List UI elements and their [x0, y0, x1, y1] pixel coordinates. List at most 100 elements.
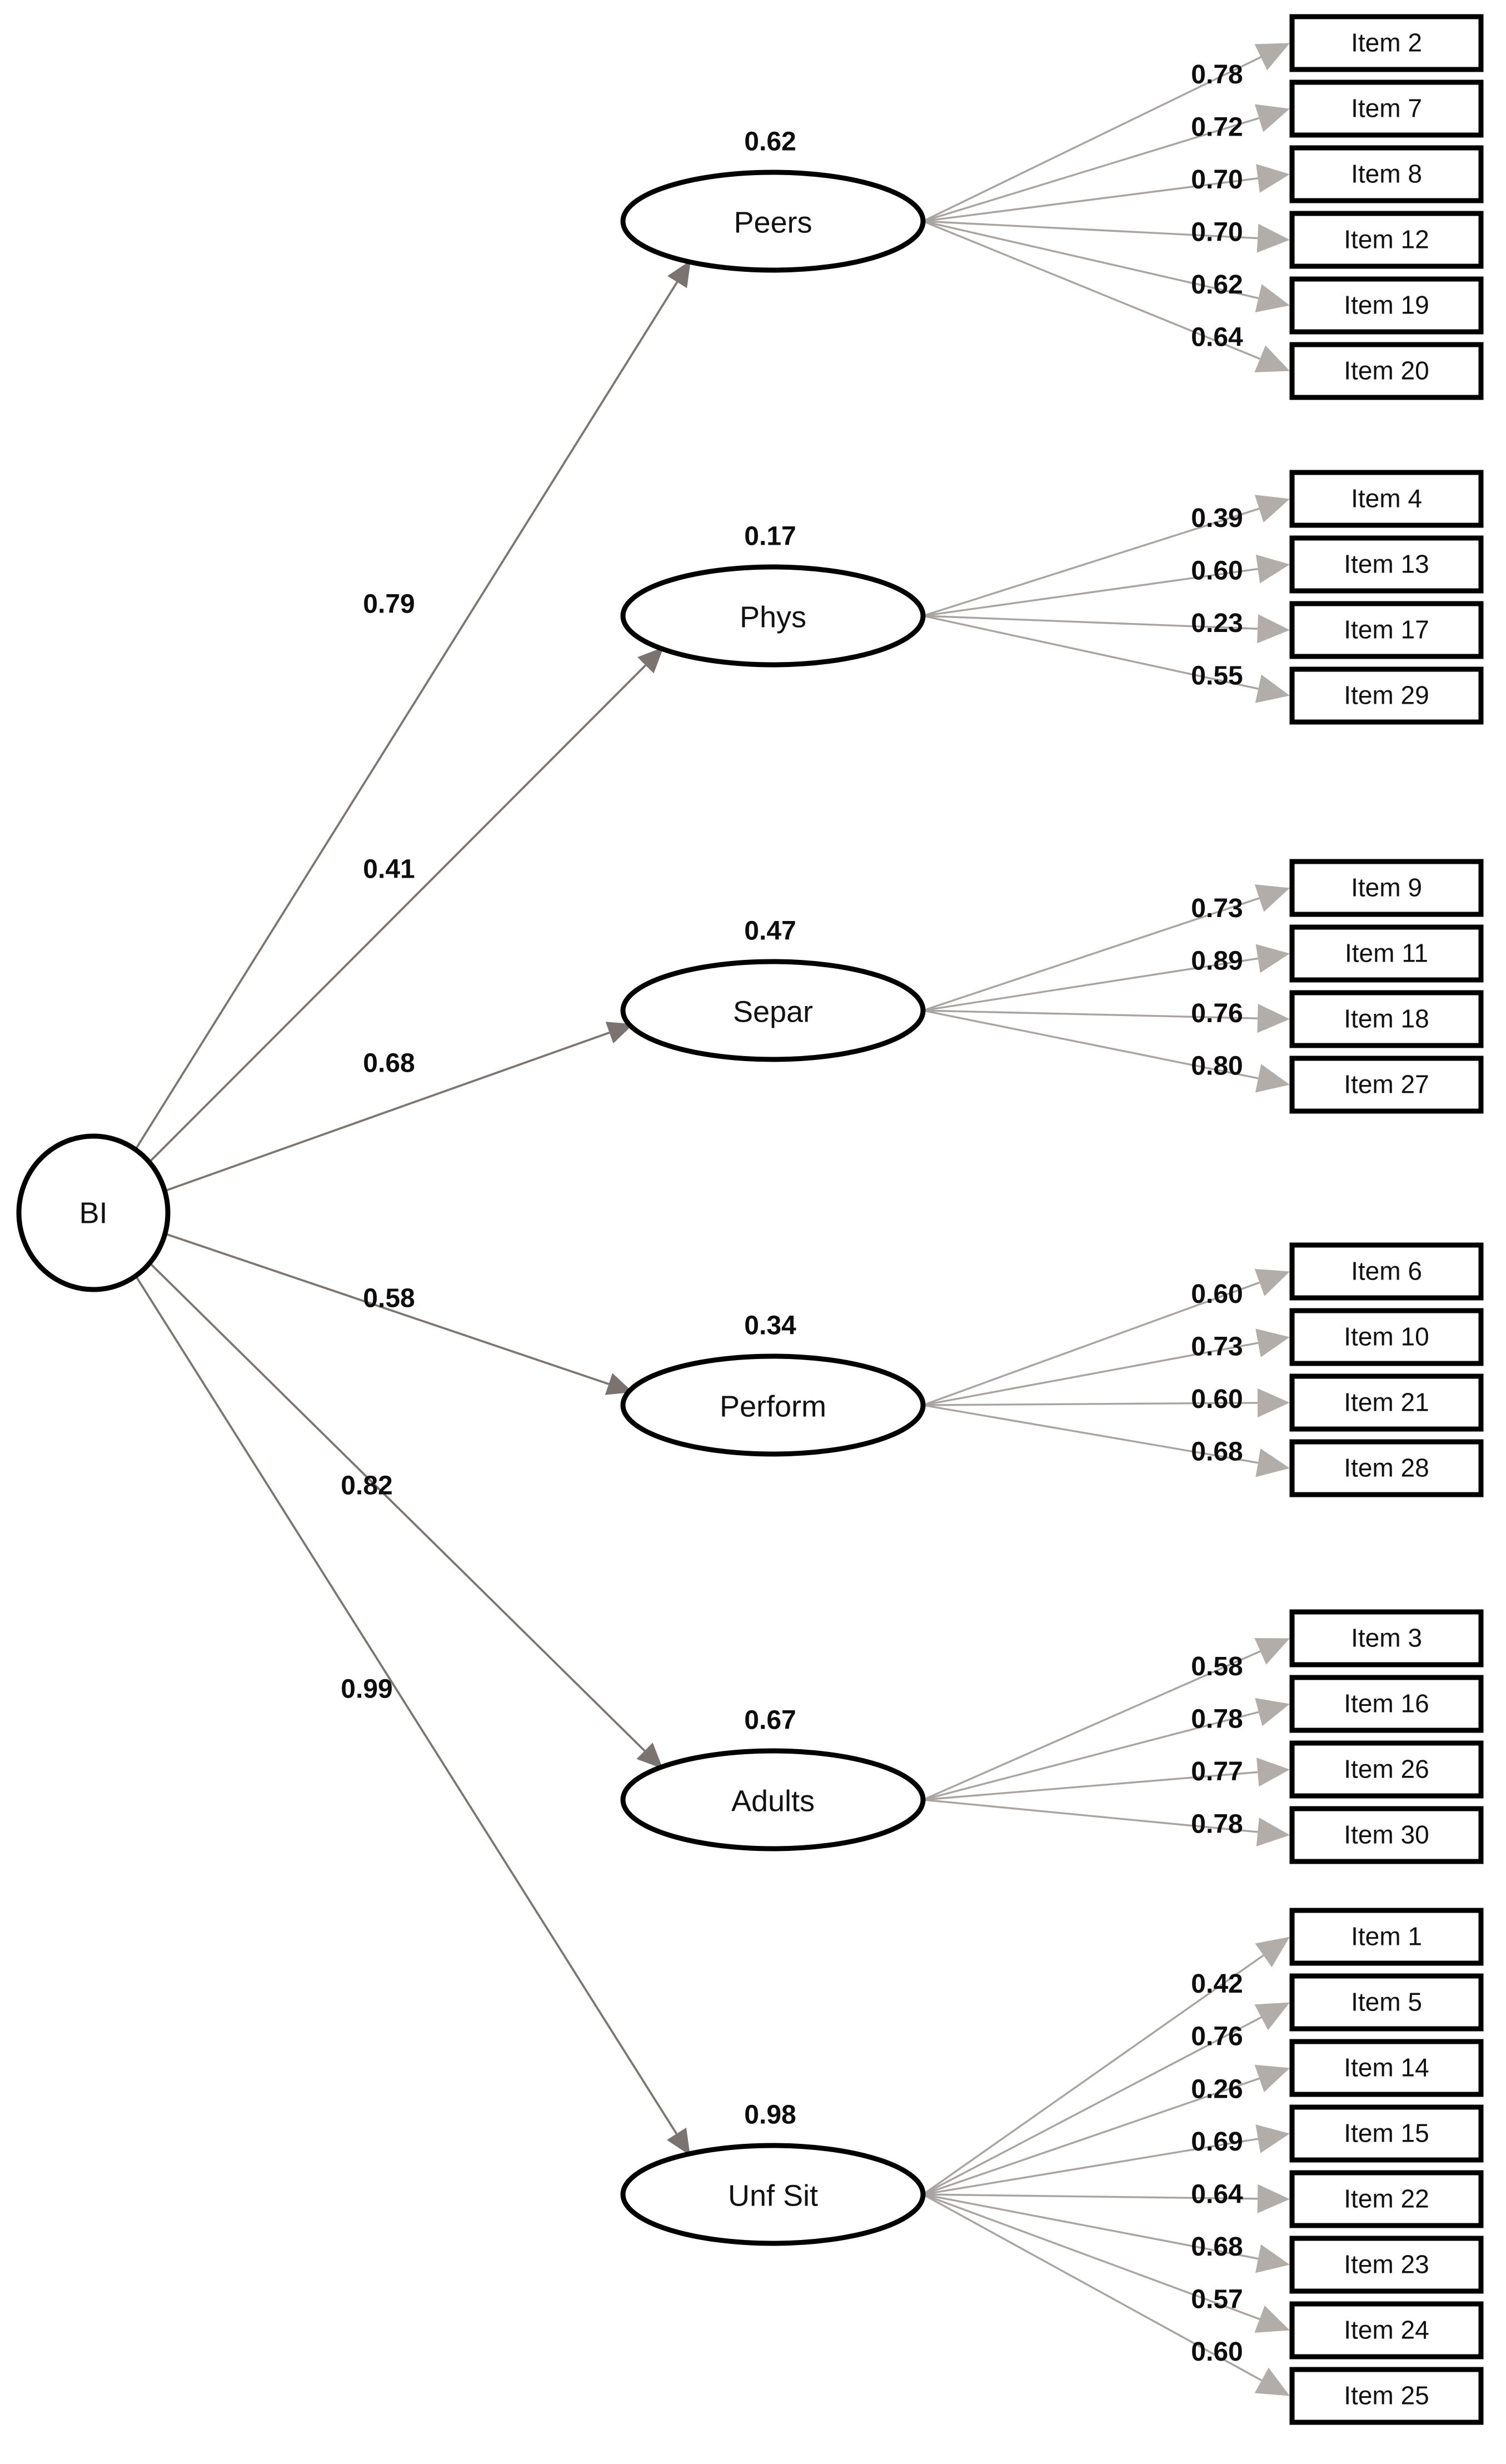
loading-path-line: [922, 2193, 1259, 2260]
item-box[interactable]: [1289, 1308, 1484, 1366]
loading-path-line: [922, 1650, 1261, 1801]
loading-path-line: [922, 1954, 1264, 2196]
loading-path-arrowhead: [1255, 1448, 1290, 1477]
factor-node-perform[interactable]: [620, 1353, 926, 1457]
loading-path-line: [922, 117, 1260, 222]
item-box[interactable]: [1289, 1740, 1484, 1799]
loading-coefficient: 0.68: [1191, 2232, 1243, 2262]
loading-coefficient: 0.76: [1191, 2022, 1243, 2052]
loading-path-line: [922, 615, 1259, 690]
item-box-label: Item 23: [1344, 2250, 1429, 2279]
item-box[interactable]: [1289, 145, 1484, 203]
item-box[interactable]: [1289, 1373, 1484, 1432]
item-box[interactable]: [1289, 2039, 1484, 2097]
loading-path-line: [922, 1404, 1259, 1464]
structural-path-line-unf-sit: [134, 1275, 677, 2134]
loading-path-line: [922, 897, 1260, 1012]
loading-path-line: [922, 1281, 1260, 1406]
loading-coefficient: 0.76: [1191, 999, 1243, 1028]
item-box-label: Item 8: [1351, 160, 1422, 188]
item-box[interactable]: [1289, 1675, 1484, 1733]
loading-coefficient: 0.58: [1191, 1652, 1243, 1681]
loading-path-line: [922, 2138, 1259, 2196]
loading-coefficient: 0.78: [1191, 1704, 1243, 1734]
item-box-label: Item 29: [1344, 681, 1429, 710]
item-box[interactable]: [1289, 2104, 1484, 2163]
factor-label-adults: Adults: [731, 1784, 815, 1818]
factor-node-peers[interactable]: [620, 170, 926, 273]
item-box[interactable]: [1289, 1908, 1484, 1966]
item-box-label: Item 2: [1351, 28, 1422, 57]
item-box[interactable]: [1289, 535, 1484, 594]
item-box-label: Item 17: [1344, 615, 1429, 644]
item-box-label: Item 22: [1344, 2184, 1429, 2213]
item-box[interactable]: [1289, 666, 1484, 725]
loading-path-arrowhead: [1255, 944, 1290, 973]
factor-node-separ[interactable]: [620, 959, 926, 1062]
structural-path-arrowhead-perform: [605, 1373, 633, 1395]
item-box[interactable]: [1289, 859, 1484, 917]
item-box[interactable]: [1289, 79, 1484, 138]
loading-coefficient: 0.73: [1191, 1332, 1243, 1361]
loading-path-arrowhead: [1254, 104, 1290, 132]
loading-coefficient: 0.64: [1191, 2179, 1243, 2209]
item-box[interactable]: [1289, 2236, 1484, 2294]
loading-path-line: [922, 568, 1258, 617]
loading-coefficient: 0.39: [1191, 504, 1243, 533]
loading-coefficient: 0.55: [1191, 661, 1243, 691]
loading-path-line: [922, 2193, 1260, 2320]
item-box[interactable]: [1289, 1056, 1484, 1114]
loading-path-line: [922, 1771, 1258, 1801]
loading-path-arrowhead: [1255, 1698, 1290, 1726]
loading-path-line: [922, 1711, 1259, 1801]
item-box[interactable]: [1289, 2367, 1484, 2425]
factor-r2-perform: 0.34: [744, 1311, 796, 1341]
loading-coefficient: 0.80: [1191, 1052, 1243, 1081]
factor-r2-peers: 0.62: [744, 127, 796, 157]
item-box[interactable]: [1289, 924, 1484, 983]
loading-coefficient: 0.77: [1191, 1757, 1243, 1786]
loading-path-line: [922, 177, 1258, 222]
item-box[interactable]: [1289, 2301, 1484, 2360]
loading-path-arrowhead: [1256, 223, 1290, 253]
item-box[interactable]: [1289, 1973, 1484, 2032]
structural-path-arrowhead-separ: [605, 1022, 634, 1044]
factor-node-adults[interactable]: [620, 1748, 926, 1851]
item-box[interactable]: [1289, 342, 1484, 400]
item-box[interactable]: [1289, 601, 1484, 659]
loading-path-line: [922, 2193, 1258, 2200]
loading-path-line: [922, 957, 1258, 1012]
loading-coefficient: 0.62: [1191, 270, 1243, 300]
bi-node-circle[interactable]: [16, 1133, 171, 1292]
item-box-label: Item 30: [1344, 1820, 1429, 1849]
item-box[interactable]: [1289, 276, 1484, 335]
loading-path-line: [922, 1799, 1258, 1833]
item-box-label: Item 25: [1344, 2381, 1429, 2410]
item-box[interactable]: [1289, 14, 1484, 72]
loading-coefficient: 0.70: [1191, 165, 1243, 195]
loading-path-line: [922, 1009, 1258, 1019]
item-box[interactable]: [1289, 2170, 1484, 2228]
factor-node-phys[interactable]: [620, 564, 926, 668]
item-box[interactable]: [1289, 1242, 1484, 1301]
item-box[interactable]: [1289, 990, 1484, 1048]
loading-path-arrowhead: [1255, 1328, 1290, 1357]
factor-node-unf-sit[interactable]: [620, 2143, 926, 2246]
structural-coefficient-adults: 0.82: [341, 1471, 392, 1501]
loading-path-arrowhead: [1254, 1268, 1290, 1296]
item-box[interactable]: [1289, 1609, 1484, 1667]
loading-path-arrowhead: [1254, 884, 1290, 912]
item-box[interactable]: [1289, 1439, 1484, 1497]
loading-path-line: [922, 220, 1260, 360]
structural-path-line-separ: [163, 1031, 610, 1192]
item-box-label: Item 15: [1344, 2119, 1429, 2148]
loading-coefficient: 0.78: [1191, 60, 1243, 89]
item-box[interactable]: [1289, 1806, 1484, 1864]
factor-r2-unf-sit: 0.98: [744, 2100, 796, 2130]
item-box[interactable]: [1289, 211, 1484, 269]
loading-path-arrowhead: [1255, 1064, 1290, 1093]
item-box[interactable]: [1289, 470, 1484, 528]
item-box-label: Item 3: [1351, 1624, 1422, 1652]
